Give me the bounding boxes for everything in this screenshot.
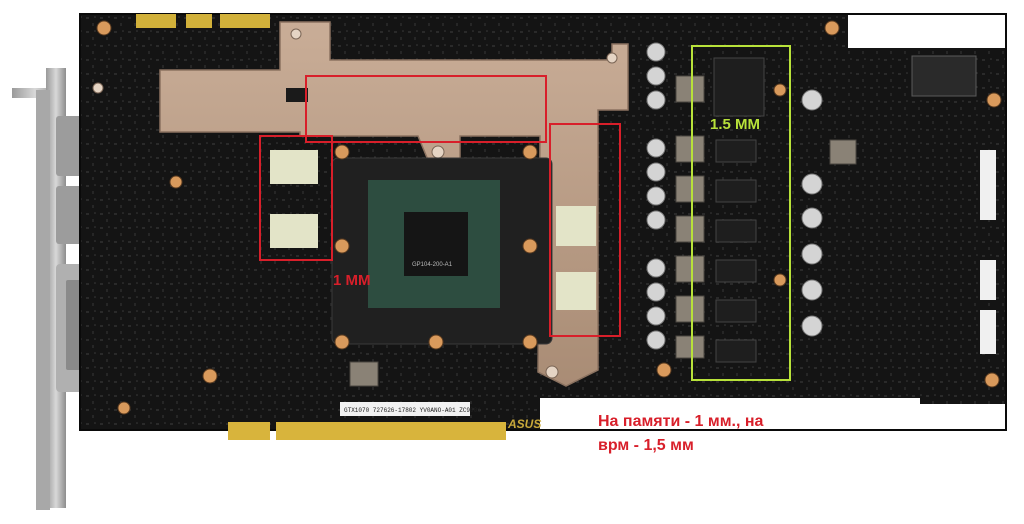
svg-text:GP104-200-A1: GP104-200-A1 xyxy=(412,262,453,268)
vrm-chokes xyxy=(349,75,857,387)
copper-heatsink-plate xyxy=(92,21,629,387)
vrm-pad-thickness-label: 1.5 MM xyxy=(710,116,761,133)
svg-text:ASUS: ASUS xyxy=(507,417,541,431)
capacitors xyxy=(646,42,823,350)
sli-connector xyxy=(136,14,176,28)
note-line-1: На памяти - 1 мм., на xyxy=(598,413,764,430)
note-line-2: врм - 1,5 мм xyxy=(598,437,694,454)
memory-pad-thickness-label: 1 MM xyxy=(333,272,371,289)
power-connector xyxy=(911,55,977,97)
svg-text:GTX1070 727626-17802 YV0AN: GTX1070 727626-17802 YV0ANO-A01 ZC9001 xyxy=(344,407,481,414)
gpu-chip: GP104-200-A1 xyxy=(331,157,553,345)
serial-sticker xyxy=(340,402,470,416)
pcie-connector xyxy=(276,422,506,440)
pad-thickness-note: На памяти - 1 мм., на врм - 1,5 мм xyxy=(598,410,818,458)
vrm-pad-highlight xyxy=(691,45,791,381)
mosfets xyxy=(713,57,765,363)
memory-thermal-pads xyxy=(270,150,596,310)
mounting-screws xyxy=(96,20,1002,415)
memory-pad-highlight xyxy=(259,75,621,337)
fan-headers xyxy=(980,150,996,354)
pcie-connector-key xyxy=(228,422,270,440)
